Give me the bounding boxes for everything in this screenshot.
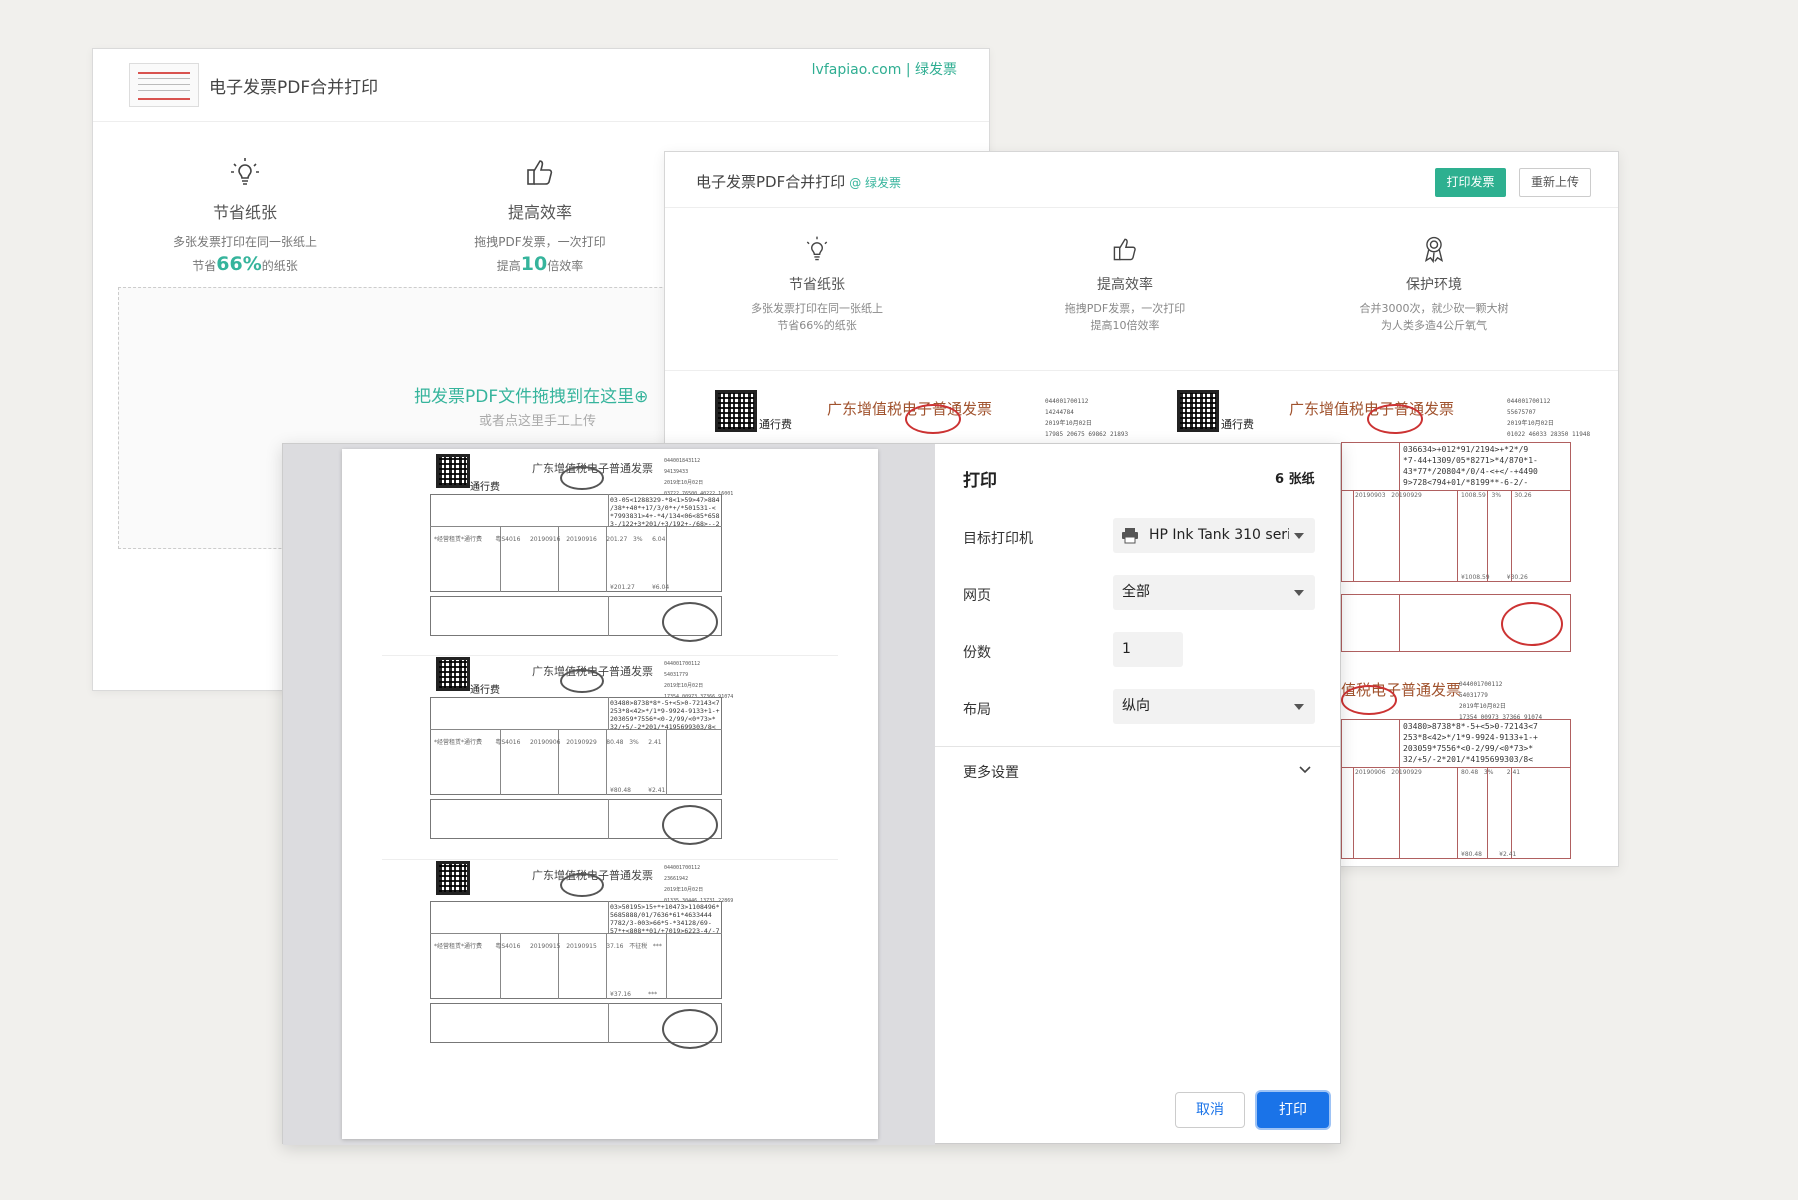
brand-tag: @ 绿发票 [849, 176, 902, 190]
app-title: 电子发票PDF合并打印 [209, 78, 379, 98]
qr-code [436, 657, 470, 691]
pages-select[interactable]: 全部 [1113, 575, 1315, 610]
invoice-seal [662, 602, 718, 642]
feature-stat: 节省66%的纸张 [192, 253, 298, 275]
copies-value: 1 [1122, 641, 1131, 657]
invoice-item: 通行费 [759, 418, 792, 431]
print-invoices-button[interactable]: 打印发票 [1435, 168, 1506, 197]
print-dialog-title: 打印 [963, 471, 997, 491]
layout-value: 纵向 [1122, 698, 1150, 714]
invoice-item: 通行费 [470, 482, 500, 493]
invoice-seal [662, 1009, 718, 1049]
manual-upload-link[interactable]: 或者点这里手工上传 [479, 414, 597, 429]
invoice-seal [1501, 602, 1563, 646]
thumbs-up-icon [527, 160, 553, 185]
dropdown-arrow-icon [1294, 533, 1304, 539]
more-settings-toggle[interactable]: 更多设置 [963, 765, 1019, 781]
feature-desc: 多张发票打印在同一张纸上 [751, 302, 883, 315]
sheet-count: 6 张纸 [1275, 472, 1315, 487]
invoice-item: 通行费 [1221, 418, 1254, 431]
invoice-seal [1341, 685, 1397, 715]
chevron-down-icon[interactable] [1299, 766, 1311, 774]
pages-value: 全部 [1122, 584, 1150, 600]
feature-stat: 节省66%的纸张 [777, 319, 857, 332]
qr-code [715, 390, 757, 432]
qr-code [1177, 390, 1219, 432]
lightbulb-icon [231, 158, 259, 185]
copies-input[interactable]: 1 [1113, 632, 1183, 667]
drop-instruction: 把发票PDF文件拖拽到在这里⊕ [414, 387, 649, 407]
printer-label: 目标打印机 [963, 531, 1033, 547]
invoice-seal [662, 805, 718, 845]
dropdown-arrow-icon [1294, 704, 1304, 710]
app-header: 电子发票PDF合并打印 lvfapiao.com | 绿发票 [93, 49, 989, 122]
invoice-seal [560, 466, 604, 490]
app-logo [129, 63, 199, 107]
lightbulb-icon [806, 236, 828, 261]
layout-select[interactable]: 纵向 [1113, 689, 1315, 724]
feature-save-paper: 节省纸张 多张发票打印在同一张纸上 节省66%的纸张 [707, 234, 927, 334]
feature-desc: 合并3000次，就少砍一颗大树 [1359, 302, 1509, 315]
feature-title: 节省纸张 [212, 203, 277, 222]
feature-desc: 拖拽PDF发票，一次打印 [474, 235, 606, 249]
award-ribbon-icon [1424, 236, 1444, 264]
feature-title: 保护环境 [1406, 277, 1462, 293]
invoice-body: 036634>+012*91/2194>+*2*/9*7-44+1309/05*… [1341, 442, 1591, 652]
copies-label: 份数 [963, 645, 991, 661]
print-button[interactable]: 打印 [1257, 1092, 1329, 1128]
pages-label: 网页 [963, 588, 991, 604]
invoice-seal [560, 669, 604, 693]
feature-title: 提高效率 [507, 203, 572, 222]
qr-code [436, 454, 470, 488]
feature-stat: 提高10倍效率 [496, 253, 584, 275]
invoice-item: 通行费 [470, 685, 500, 696]
print-settings-pane: 打印 6 张纸 目标打印机 HP Ink Tank 310 series 网页 … [935, 444, 1340, 1143]
invoice-seal [560, 873, 604, 897]
feature-desc: 多张发票打印在同一张纸上 [172, 235, 317, 249]
printer-value: HP Ink Tank 310 series [1149, 527, 1289, 543]
site-link[interactable]: lvfapiao.com | 绿发票 [811, 62, 957, 78]
reupload-button[interactable]: 重新上传 [1519, 168, 1591, 197]
feature-stat: 为人类多造4公斤氧气 [1381, 319, 1487, 332]
feature-title: 提高效率 [1097, 277, 1153, 293]
invoice-seal [1367, 404, 1423, 434]
app-title: 电子发票PDF合并打印@ 绿发票 [696, 173, 902, 191]
feature-stat: 提高10倍效率 [1090, 319, 1160, 332]
invoice-seal [905, 404, 961, 434]
feature-title: 节省纸张 [789, 277, 845, 293]
feature-save-paper: 节省纸张 多张发票打印在同一张纸上 节省66%的纸张 [125, 155, 365, 277]
cancel-button[interactable]: 取消 [1175, 1092, 1245, 1128]
dropdown-arrow-icon [1294, 590, 1304, 596]
feature-desc: 拖拽PDF发票，一次打印 [1064, 302, 1186, 315]
feature-efficiency: 提高效率 拖拽PDF发票，一次打印 提高10倍效率 [420, 155, 660, 277]
thumbs-up-icon [1113, 238, 1136, 261]
feature-efficiency: 提高效率 拖拽PDF发票，一次打印 提高10倍效率 [1015, 234, 1235, 334]
app-header: 电子发票PDF合并打印@ 绿发票 打印发票 重新上传 [665, 152, 1618, 208]
feature-environment: 保护环境 合并3000次，就少砍一颗大树 为人类多造4公斤氧气 [1324, 234, 1544, 334]
layout-label: 布局 [963, 702, 991, 718]
printer-icon [1122, 528, 1138, 544]
qr-code [436, 861, 470, 895]
printer-select[interactable]: HP Ink Tank 310 series [1113, 518, 1315, 553]
